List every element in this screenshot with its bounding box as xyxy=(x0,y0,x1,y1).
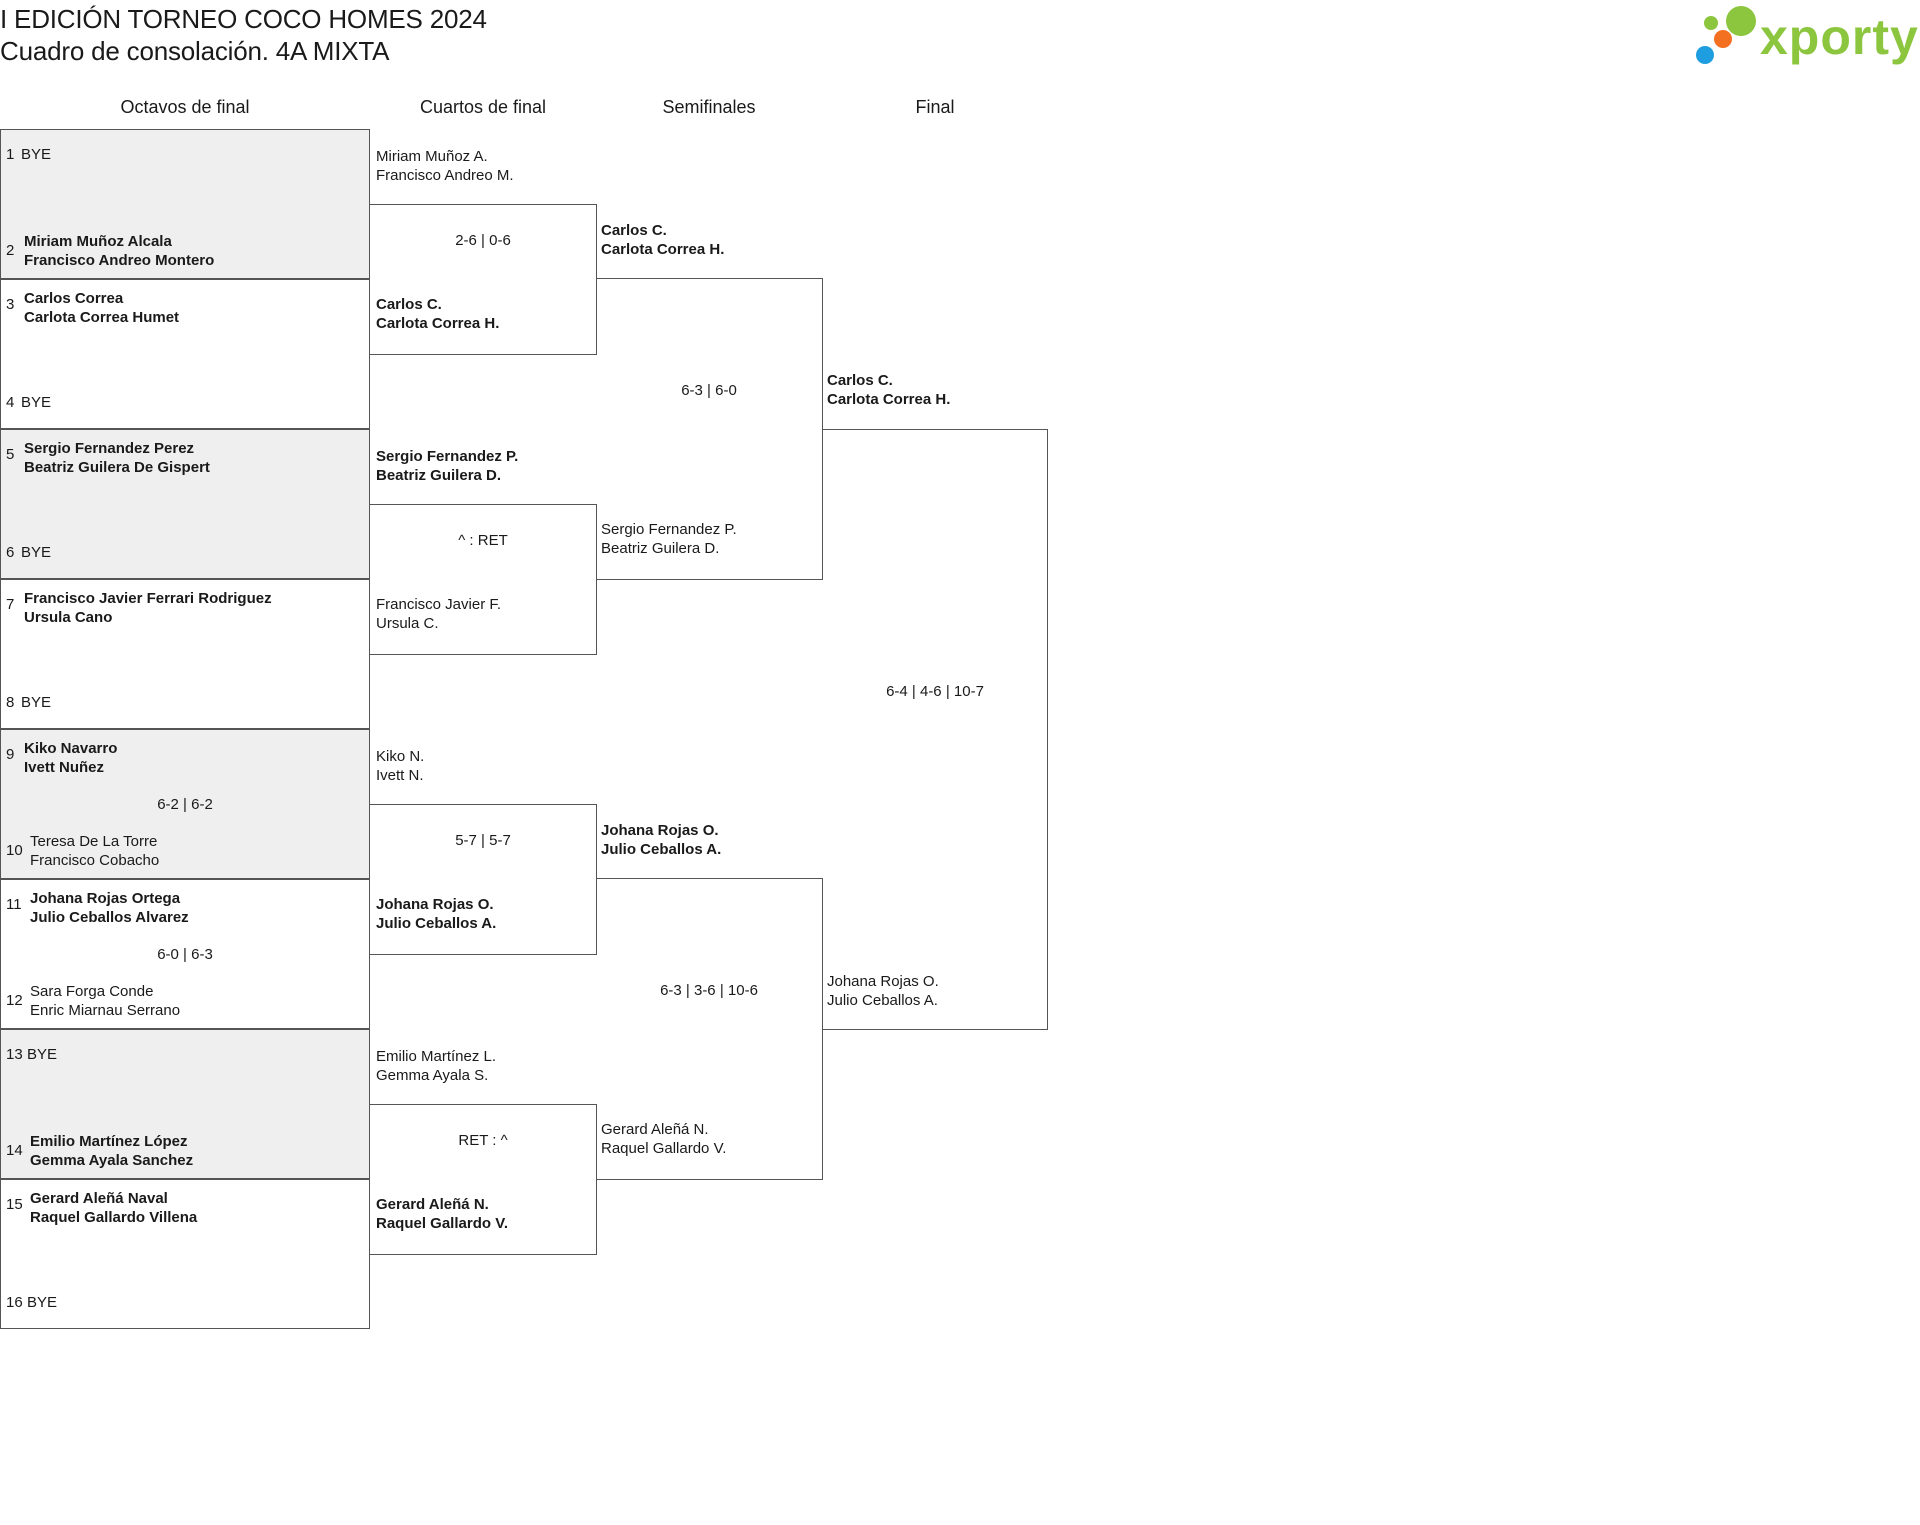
team-entry: Gerard Aleñá N. Raquel Gallardo V. xyxy=(601,1121,727,1157)
seed-number: 9 xyxy=(6,746,15,763)
round-header-final: Final xyxy=(915,97,955,117)
tournament-title: I EDICIÓN TORNEO COCO HOMES 2024 xyxy=(0,4,487,34)
bye-entry: BYE xyxy=(21,544,52,561)
team-entry: Miriam Muñoz Alcala Francisco Andreo Mon… xyxy=(24,233,215,269)
r16-match-box xyxy=(0,1029,370,1179)
match-score: 6-2 | 6-2 xyxy=(157,796,213,813)
logo-dot-orange xyxy=(1714,30,1732,48)
bye-entry: BYE xyxy=(21,146,52,163)
team-entry: Sergio Fernandez P. Beatriz Guilera D. xyxy=(376,448,519,484)
team-entry: Carlos C. Carlota Correa H. xyxy=(376,296,500,332)
team-entry: Sergio Fernandez P. Beatriz Guilera D. xyxy=(601,521,737,557)
r16-match-box xyxy=(0,129,370,279)
logo-dot-green-small xyxy=(1704,16,1718,30)
seed-number: 4 xyxy=(6,394,15,411)
seed-number: 3 xyxy=(6,296,15,313)
logo-dot-blue xyxy=(1696,46,1714,64)
bye-entry: BYE xyxy=(27,1294,58,1311)
match-score: 6-3 | 6-0 xyxy=(681,382,737,399)
match-score: RET : ^ xyxy=(458,1132,508,1149)
bye-entry: BYE xyxy=(21,394,52,411)
team-entry: Gerard Aleñá Naval Raquel Gallardo Ville… xyxy=(30,1190,198,1226)
match-score: ^ : RET xyxy=(458,532,508,549)
bracket-connector xyxy=(370,204,597,355)
team-entry: Gerard Aleñá N. Raquel Gallardo V. xyxy=(376,1196,508,1232)
r16-match-box xyxy=(0,579,370,729)
seed-number: 2 xyxy=(6,242,15,259)
match-score: 2-6 | 0-6 xyxy=(455,232,511,249)
seed-number: 13 xyxy=(6,1046,23,1063)
logo-wordmark: xporty xyxy=(1760,9,1919,65)
r16-match-box xyxy=(0,279,370,429)
seed-number: 15 xyxy=(6,1196,23,1213)
team-entry: Francisco Javier Ferrari Rodriguez Ursul… xyxy=(24,590,272,626)
bracket-connector xyxy=(822,429,1048,1030)
team-entry: Teresa De La Torre Francisco Cobacho xyxy=(30,833,160,869)
seed-number: 14 xyxy=(6,1142,23,1159)
team-entry: Sergio Fernandez Perez Beatriz Guilera D… xyxy=(24,440,210,476)
seed-number: 10 xyxy=(6,842,23,859)
team-entry: Emilio Martínez López Gemma Ayala Sanche… xyxy=(30,1133,194,1169)
r16-match-box xyxy=(0,879,370,1029)
round-header-r16: Octavos de final xyxy=(120,97,250,117)
match-score: 6-3 | 3-6 | 10-6 xyxy=(660,982,758,999)
team-entry: Johana Rojas O. Julio Ceballos A. xyxy=(376,896,497,932)
seed-number: 6 xyxy=(6,544,15,561)
team-entry: Johana Rojas O. Julio Ceballos A. xyxy=(601,822,722,858)
team-entry: Carlos Correa Carlota Correa Humet xyxy=(24,290,180,326)
team-entry: Kiko Navarro Ivett Nuñez xyxy=(24,740,118,776)
seed-number: 16 xyxy=(6,1294,23,1311)
xporty-logo: xporty xyxy=(1696,4,1920,70)
team-entry: Carlos C. Carlota Correa H. xyxy=(601,222,725,258)
team-entry: Johana Rojas Ortega Julio Ceballos Alvar… xyxy=(30,890,189,926)
round-header-sf: Semifinales xyxy=(662,97,756,117)
seed-number: 8 xyxy=(6,694,15,711)
match-score: 6-0 | 6-3 xyxy=(157,946,213,963)
seed-number: 11 xyxy=(6,896,22,913)
seed-number: 12 xyxy=(6,992,23,1009)
team-entry: Carlos C. Carlota Correa H. xyxy=(827,372,951,408)
team-entry: Francisco Javier F. Ursula C. xyxy=(376,596,502,632)
team-entry: Johana Rojas O. Julio Ceballos A. xyxy=(827,973,939,1009)
team-entry: Sara Forga Conde Enric Miarnau Serrano xyxy=(30,983,181,1019)
r16-match-box xyxy=(0,429,370,579)
draw-subtitle: Cuadro de consolación. 4A MIXTA xyxy=(0,36,390,66)
bye-entry: BYE xyxy=(27,1046,58,1063)
match-score: 6-4 | 4-6 | 10-7 xyxy=(886,683,984,700)
team-entry: Emilio Martínez L. Gemma Ayala S. xyxy=(376,1048,497,1084)
team-entry: Miriam Muñoz A. Francisco Andreo M. xyxy=(376,148,514,184)
round-header-qf: Cuartos de final xyxy=(419,97,547,117)
seed-number: 7 xyxy=(6,596,15,613)
logo-dot-green-large xyxy=(1726,6,1756,36)
team-entry: Kiko N. Ivett N. xyxy=(376,748,425,784)
match-score: 5-7 | 5-7 xyxy=(455,832,511,849)
bracket-connector xyxy=(370,804,597,955)
r16-match-box xyxy=(0,729,370,879)
r16-match-box xyxy=(0,1179,370,1329)
bye-entry: BYE xyxy=(21,694,52,711)
seed-number: 1 xyxy=(6,146,15,163)
seed-number: 5 xyxy=(6,446,15,463)
